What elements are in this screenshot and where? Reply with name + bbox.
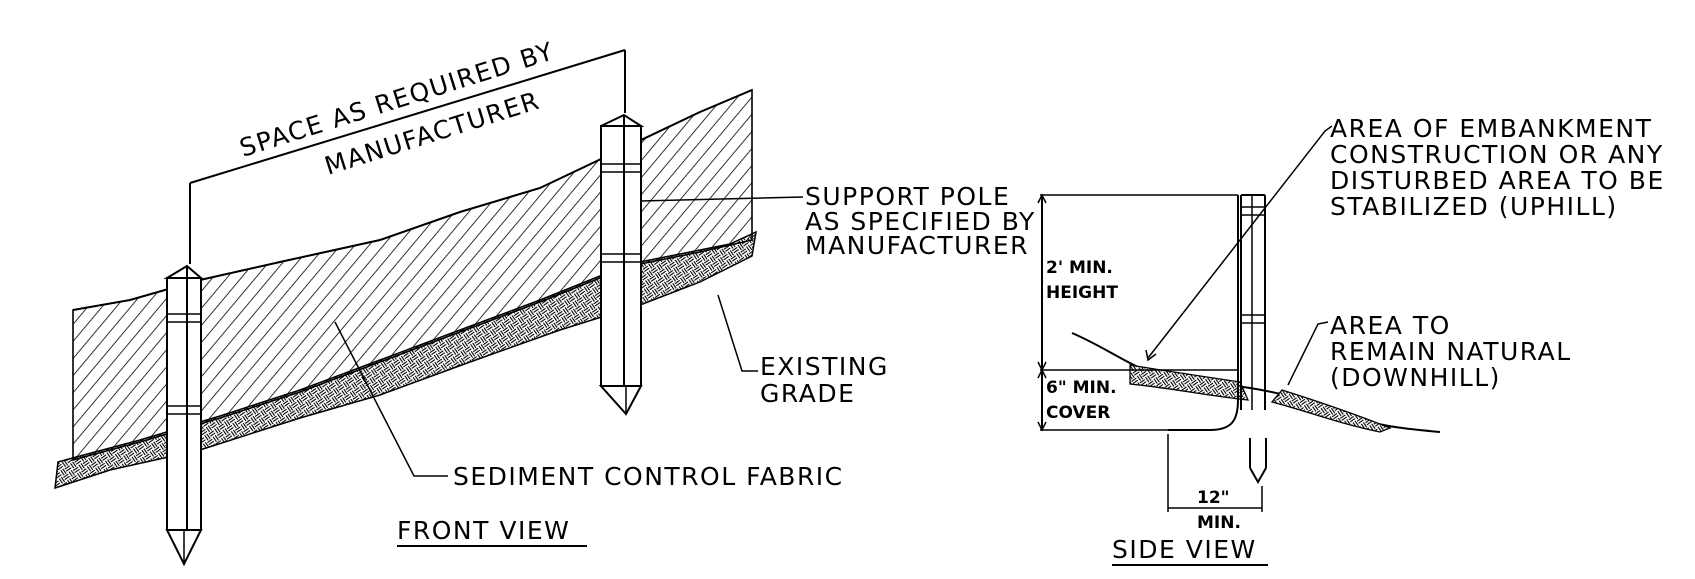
pole-label-line1: SUPPORT POLE bbox=[805, 182, 1010, 211]
grade-label-line1: EXISTING bbox=[760, 352, 889, 381]
fabric-label: SEDIMENT CONTROL FABRIC bbox=[453, 462, 844, 491]
side-soil-band-right bbox=[1270, 389, 1392, 433]
spacing-dimension bbox=[189, 49, 626, 264]
front-view: SPACE AS REQUIRED BY MANUFACTURER SUPPOR… bbox=[54, 36, 1036, 567]
side-view-title: SIDE VIEW bbox=[1112, 535, 1257, 564]
uphill-label-line4: STABILIZED (UPHILL) bbox=[1330, 192, 1618, 221]
grade-label-line2: GRADE bbox=[760, 379, 855, 408]
support-pole-left bbox=[163, 264, 204, 567]
cover-dim-line1: 6" MIN. bbox=[1046, 378, 1117, 398]
uphill-label-line2: CONSTRUCTION OR ANY bbox=[1330, 140, 1664, 169]
downhill-label-line3: (DOWNHILL) bbox=[1330, 363, 1501, 392]
offset-dim-line2: MIN. bbox=[1197, 513, 1241, 533]
cover-dim-line2: COVER bbox=[1046, 403, 1110, 423]
pole-label-line3: MANUFACTURER bbox=[805, 231, 1029, 260]
support-pole-right bbox=[598, 113, 645, 416]
downhill-label-line1: AREA TO bbox=[1330, 311, 1451, 340]
pole-label-line2: AS SPECIFIED BY bbox=[805, 207, 1036, 236]
side-view: 2' MIN. HEIGHT 6" MIN. COVER 12" MIN. AR… bbox=[1037, 114, 1665, 566]
height-dim-line1: 2' MIN. bbox=[1046, 258, 1113, 278]
downhill-label-line2: REMAIN NATURAL bbox=[1330, 337, 1572, 366]
side-fabric bbox=[1168, 195, 1239, 431]
uphill-label-line1: AREA OF EMBANKMENT bbox=[1330, 114, 1652, 143]
height-dim-line2: HEIGHT bbox=[1046, 283, 1118, 303]
offset-dim-line1: 12" bbox=[1197, 488, 1230, 508]
front-view-title: FRONT VIEW bbox=[397, 516, 570, 545]
uphill-label-line3: DISTURBED AREA TO BE bbox=[1330, 166, 1665, 195]
side-support-pole bbox=[1240, 194, 1267, 485]
